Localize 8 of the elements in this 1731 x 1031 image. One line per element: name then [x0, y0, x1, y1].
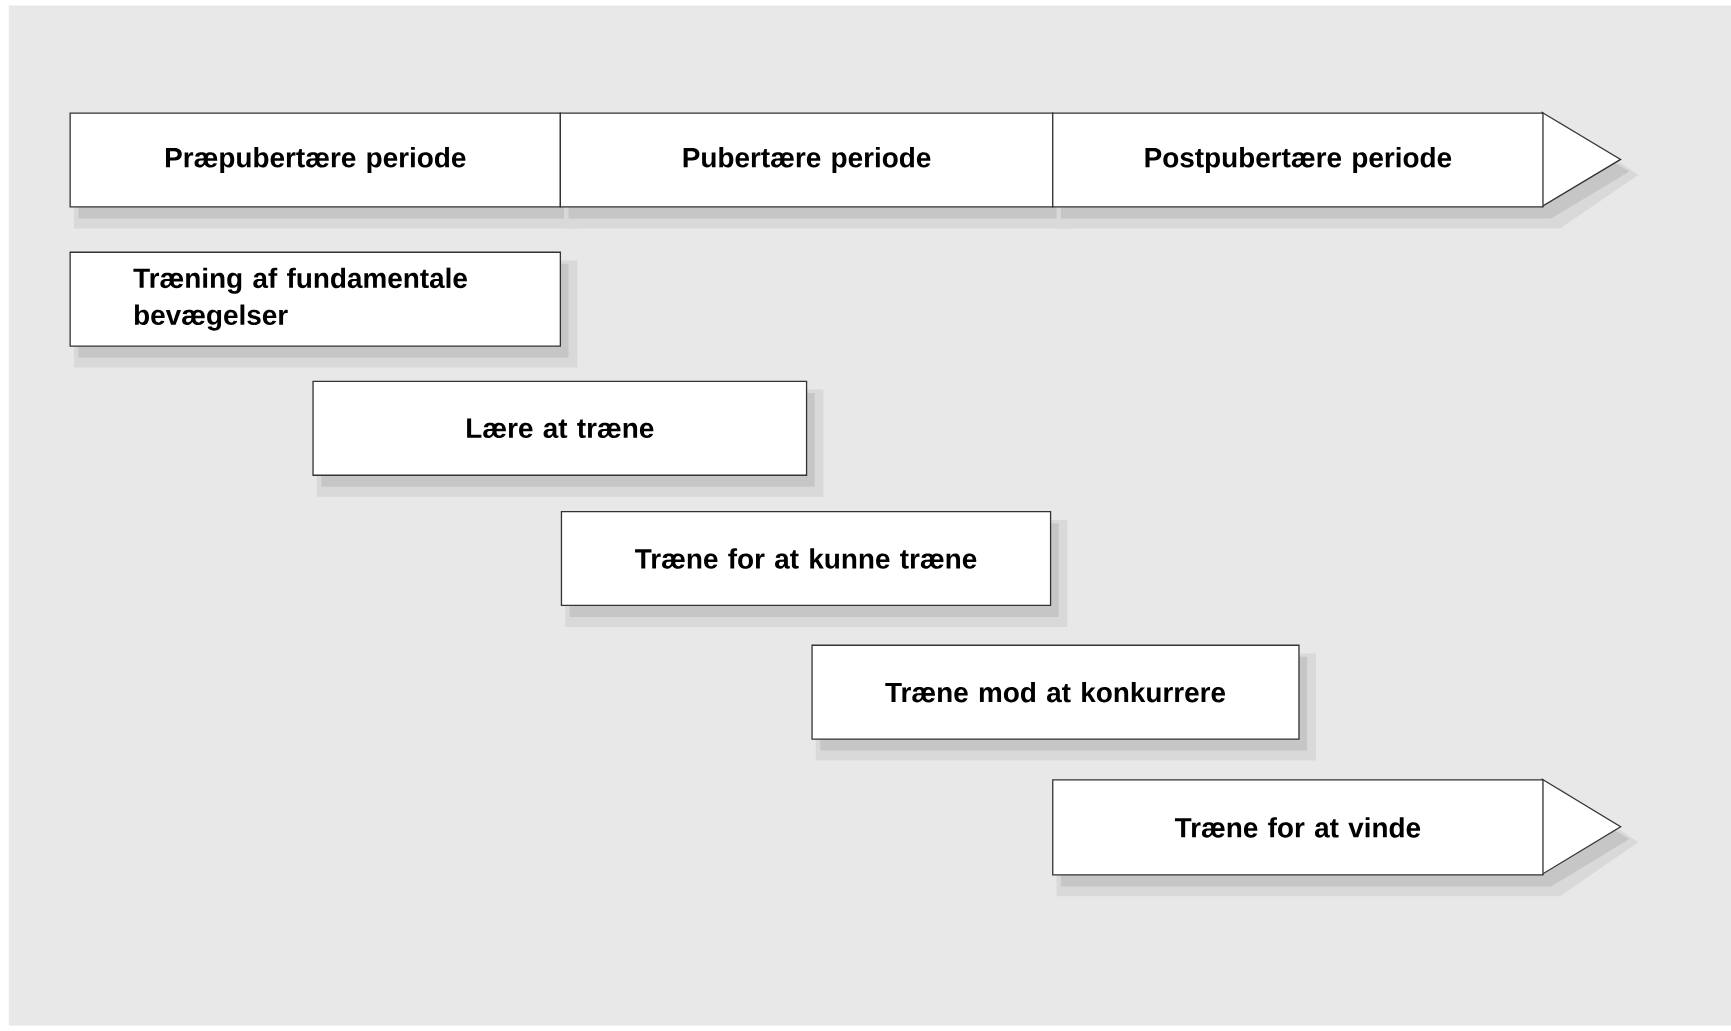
period-cell: Præpubertære periode	[69, 112, 578, 229]
period-cell: Pubertære periode	[559, 112, 1070, 229]
stage-box: Træne for at kunne træne	[560, 511, 1068, 627]
stage-box: Træne for at vinde	[1052, 778, 1639, 897]
stage-box: Træning af fundamentale bevægelser	[69, 251, 578, 368]
stage-box: Træne mod at konkurrere	[811, 644, 1316, 761]
stage-box: Lære at træne	[312, 380, 824, 497]
period-cell: Postpubertære periode	[1052, 111, 1639, 229]
